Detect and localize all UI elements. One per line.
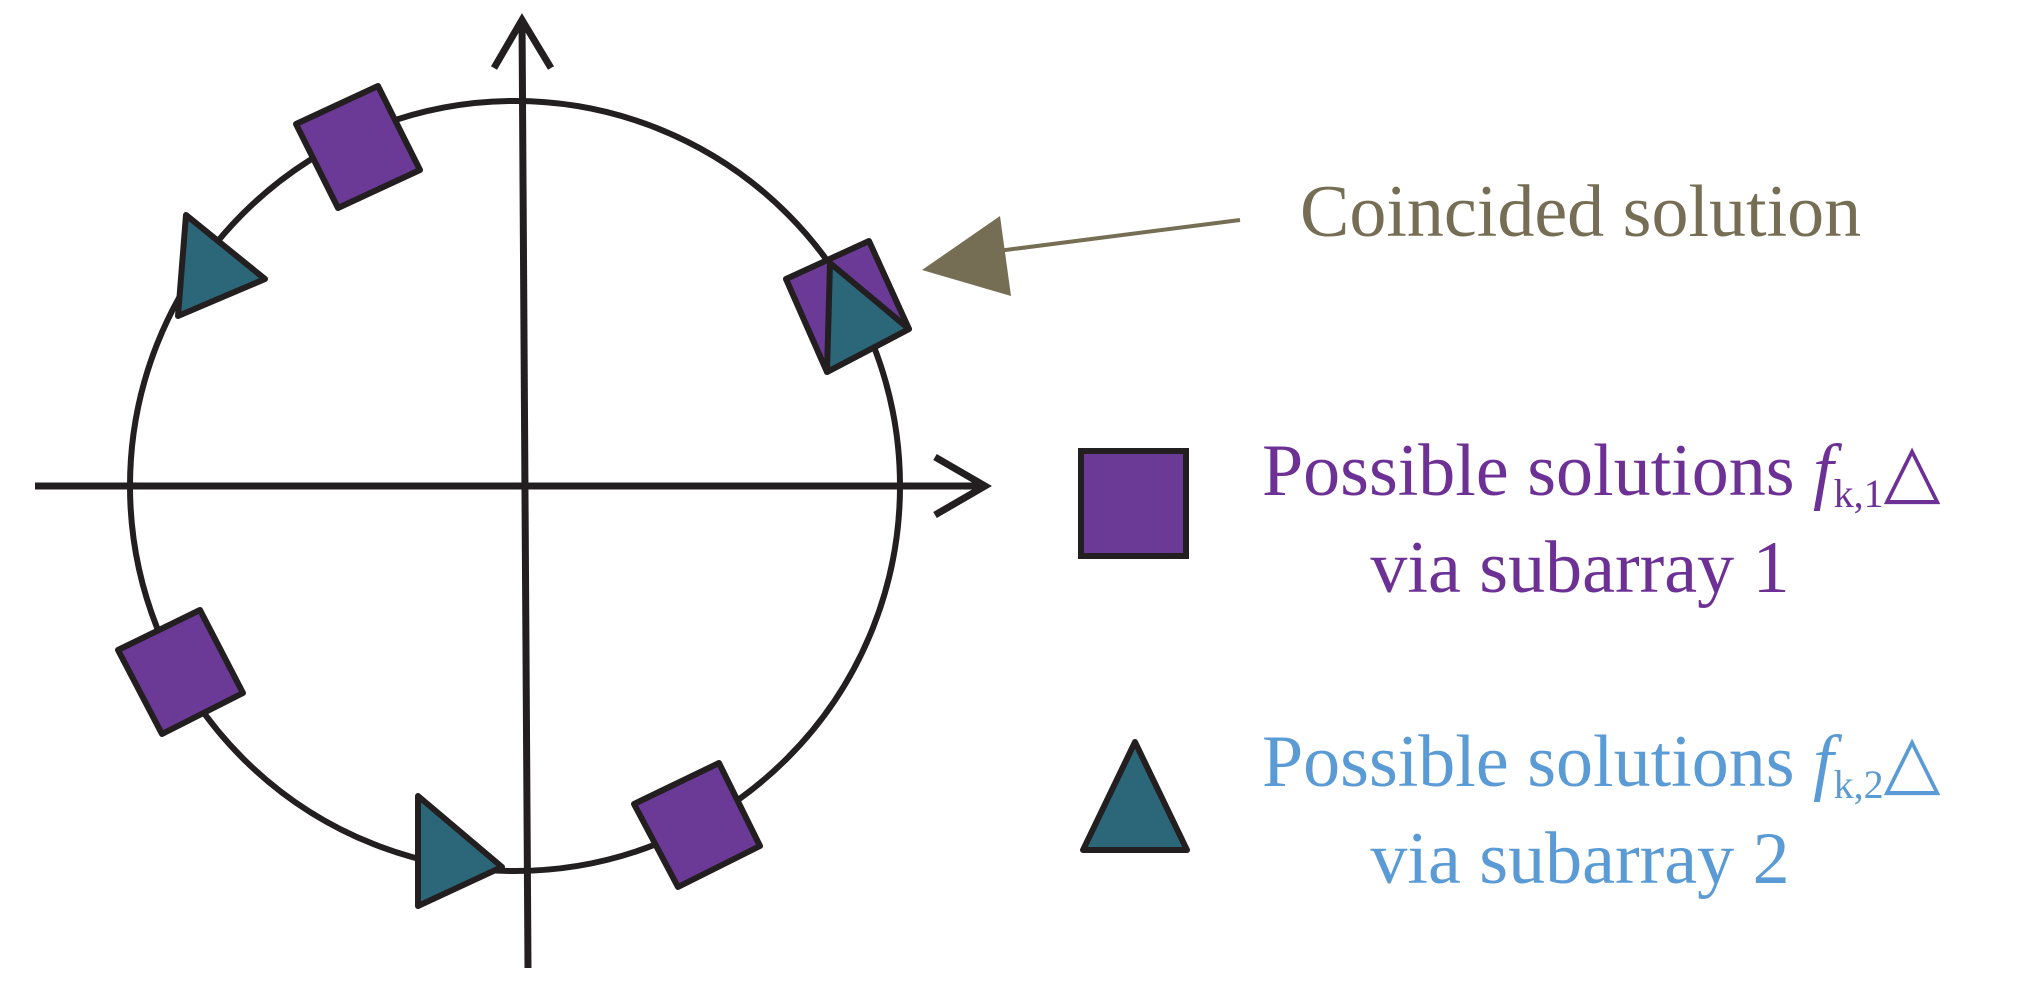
legend-subarray2-subscript: k,2 bbox=[1834, 762, 1884, 807]
legend-subarray2-suffix: △ bbox=[1884, 721, 1941, 803]
legend-subarray2-prefix: Possible solutions bbox=[1262, 721, 1813, 803]
legend-square-icon bbox=[1078, 448, 1189, 559]
subarray1-marker bbox=[631, 760, 763, 890]
y-axis-arrowhead bbox=[490, 13, 554, 70]
subarray1-marker bbox=[115, 607, 246, 737]
subarray2-marker bbox=[175, 212, 268, 319]
annotation-arrowhead bbox=[922, 216, 1011, 296]
legend-subarray1-line1: Possible solutions fk,1△ bbox=[1262, 430, 1941, 516]
subarray2-marker-coincided bbox=[824, 260, 912, 375]
legend-subarray1-suffix: △ bbox=[1884, 430, 1941, 512]
legend-subarray2-line2: via subarray 2 bbox=[1370, 818, 1789, 900]
legend-subarray1-prefix: Possible solutions bbox=[1262, 430, 1813, 512]
legend-subarray1-line2: via subarray 1 bbox=[1370, 527, 1789, 609]
legend-subarray1-subscript: k,1 bbox=[1834, 471, 1884, 516]
x-axis-arrowhead bbox=[933, 453, 992, 519]
subarray1-marker bbox=[293, 83, 423, 211]
coincided-solution-label: Coincided solution bbox=[1300, 171, 1861, 253]
y-axis bbox=[518, 19, 532, 969]
annotation-arrow-line bbox=[989, 218, 1241, 254]
legend-subarray2-line1: Possible solutions fk,2△ bbox=[1262, 721, 1941, 807]
subarray2-marker bbox=[415, 793, 505, 909]
legend-triangle-icon bbox=[1080, 739, 1190, 853]
